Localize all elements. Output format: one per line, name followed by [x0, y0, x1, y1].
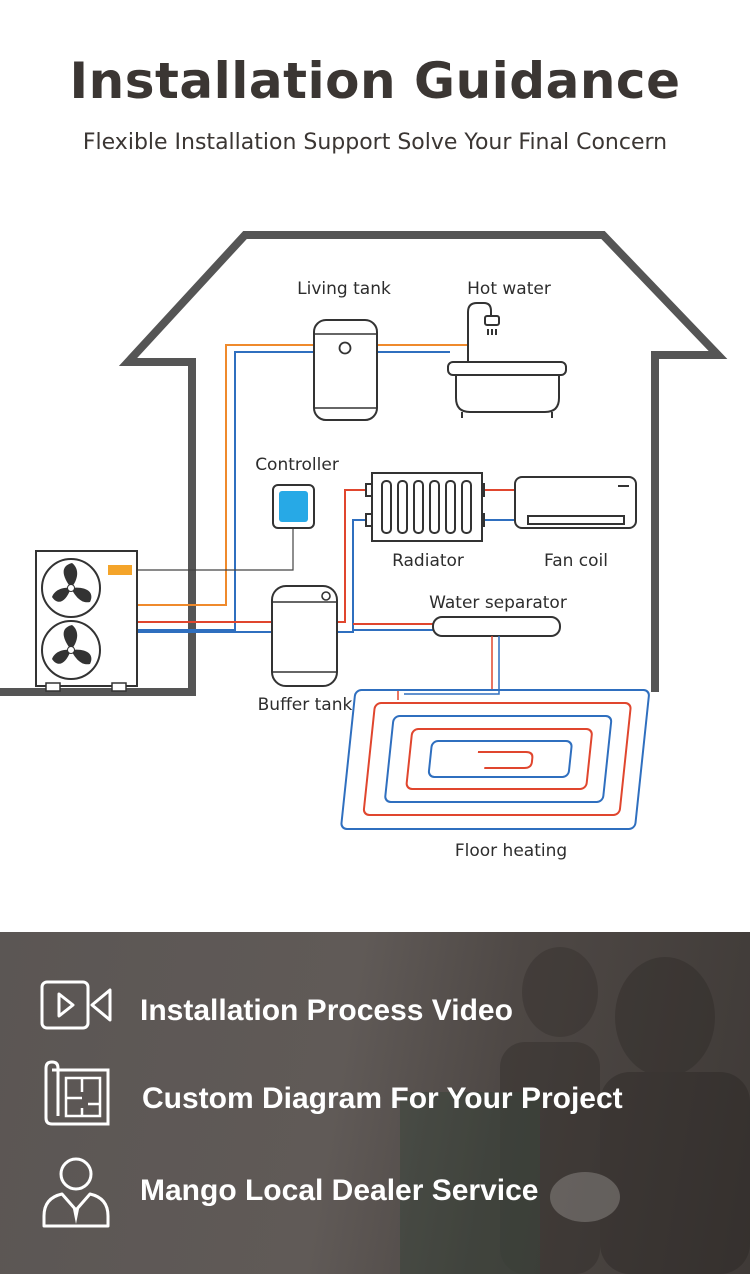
installation-diagram: Living tank Hot water Controller Radiato… [0, 231, 728, 861]
brand-logo [108, 565, 132, 575]
controller-wire [137, 528, 294, 571]
page-title: Installation Guidance [69, 52, 681, 110]
label-radiator: Radiator [392, 551, 464, 571]
blueprint-icon [44, 1060, 110, 1126]
page-subtitle: Flexible Installation Support Solve Your… [82, 130, 668, 155]
workers-photo-background [400, 947, 750, 1274]
fan-coil [514, 476, 637, 529]
label-fan-coil: Fan coil [544, 551, 608, 571]
floor-heating-loop [340, 689, 650, 830]
label-water-separator: Water separator [429, 593, 567, 613]
controller-device [272, 484, 315, 529]
feature-custom-diagram: Custom Diagram For Your Project [0, 1058, 750, 1138]
services-banner: Installation Process Video Custom Diagra… [0, 932, 750, 1274]
video-icon [40, 980, 112, 1030]
dealer-icon [42, 1157, 110, 1228]
bathtub-icon [447, 302, 567, 418]
living-tank [313, 319, 378, 421]
label-floor-heating: Floor heating [455, 841, 567, 861]
label-living-tank: Living tank [297, 279, 391, 299]
radiator-supply-pipe [337, 489, 372, 623]
label-controller: Controller [255, 455, 339, 475]
heat-pump-unit [35, 550, 138, 692]
buffer-tank [271, 585, 338, 687]
feature-installation-video: Installation Process Video [0, 974, 750, 1054]
radiator [365, 472, 485, 542]
dhw-supply-pipe [137, 344, 315, 606]
feature-dealer-service: Mango Local Dealer Service [0, 1154, 750, 1234]
floor-feed-pipe-2 [404, 636, 500, 695]
feature-label: Installation Process Video [140, 994, 513, 1027]
label-buffer-tank: Buffer tank [258, 695, 353, 715]
dhw-return-pipe [137, 351, 315, 631]
feature-label: Custom Diagram For Your Project [142, 1082, 623, 1115]
radiator-return-pipe [337, 519, 372, 633]
water-separator [432, 616, 561, 637]
label-hot-water: Hot water [467, 279, 551, 299]
fan-icon [52, 625, 92, 665]
house-outline [0, 231, 728, 696]
fan-icon [52, 563, 92, 603]
feature-label: Mango Local Dealer Service [140, 1174, 539, 1207]
